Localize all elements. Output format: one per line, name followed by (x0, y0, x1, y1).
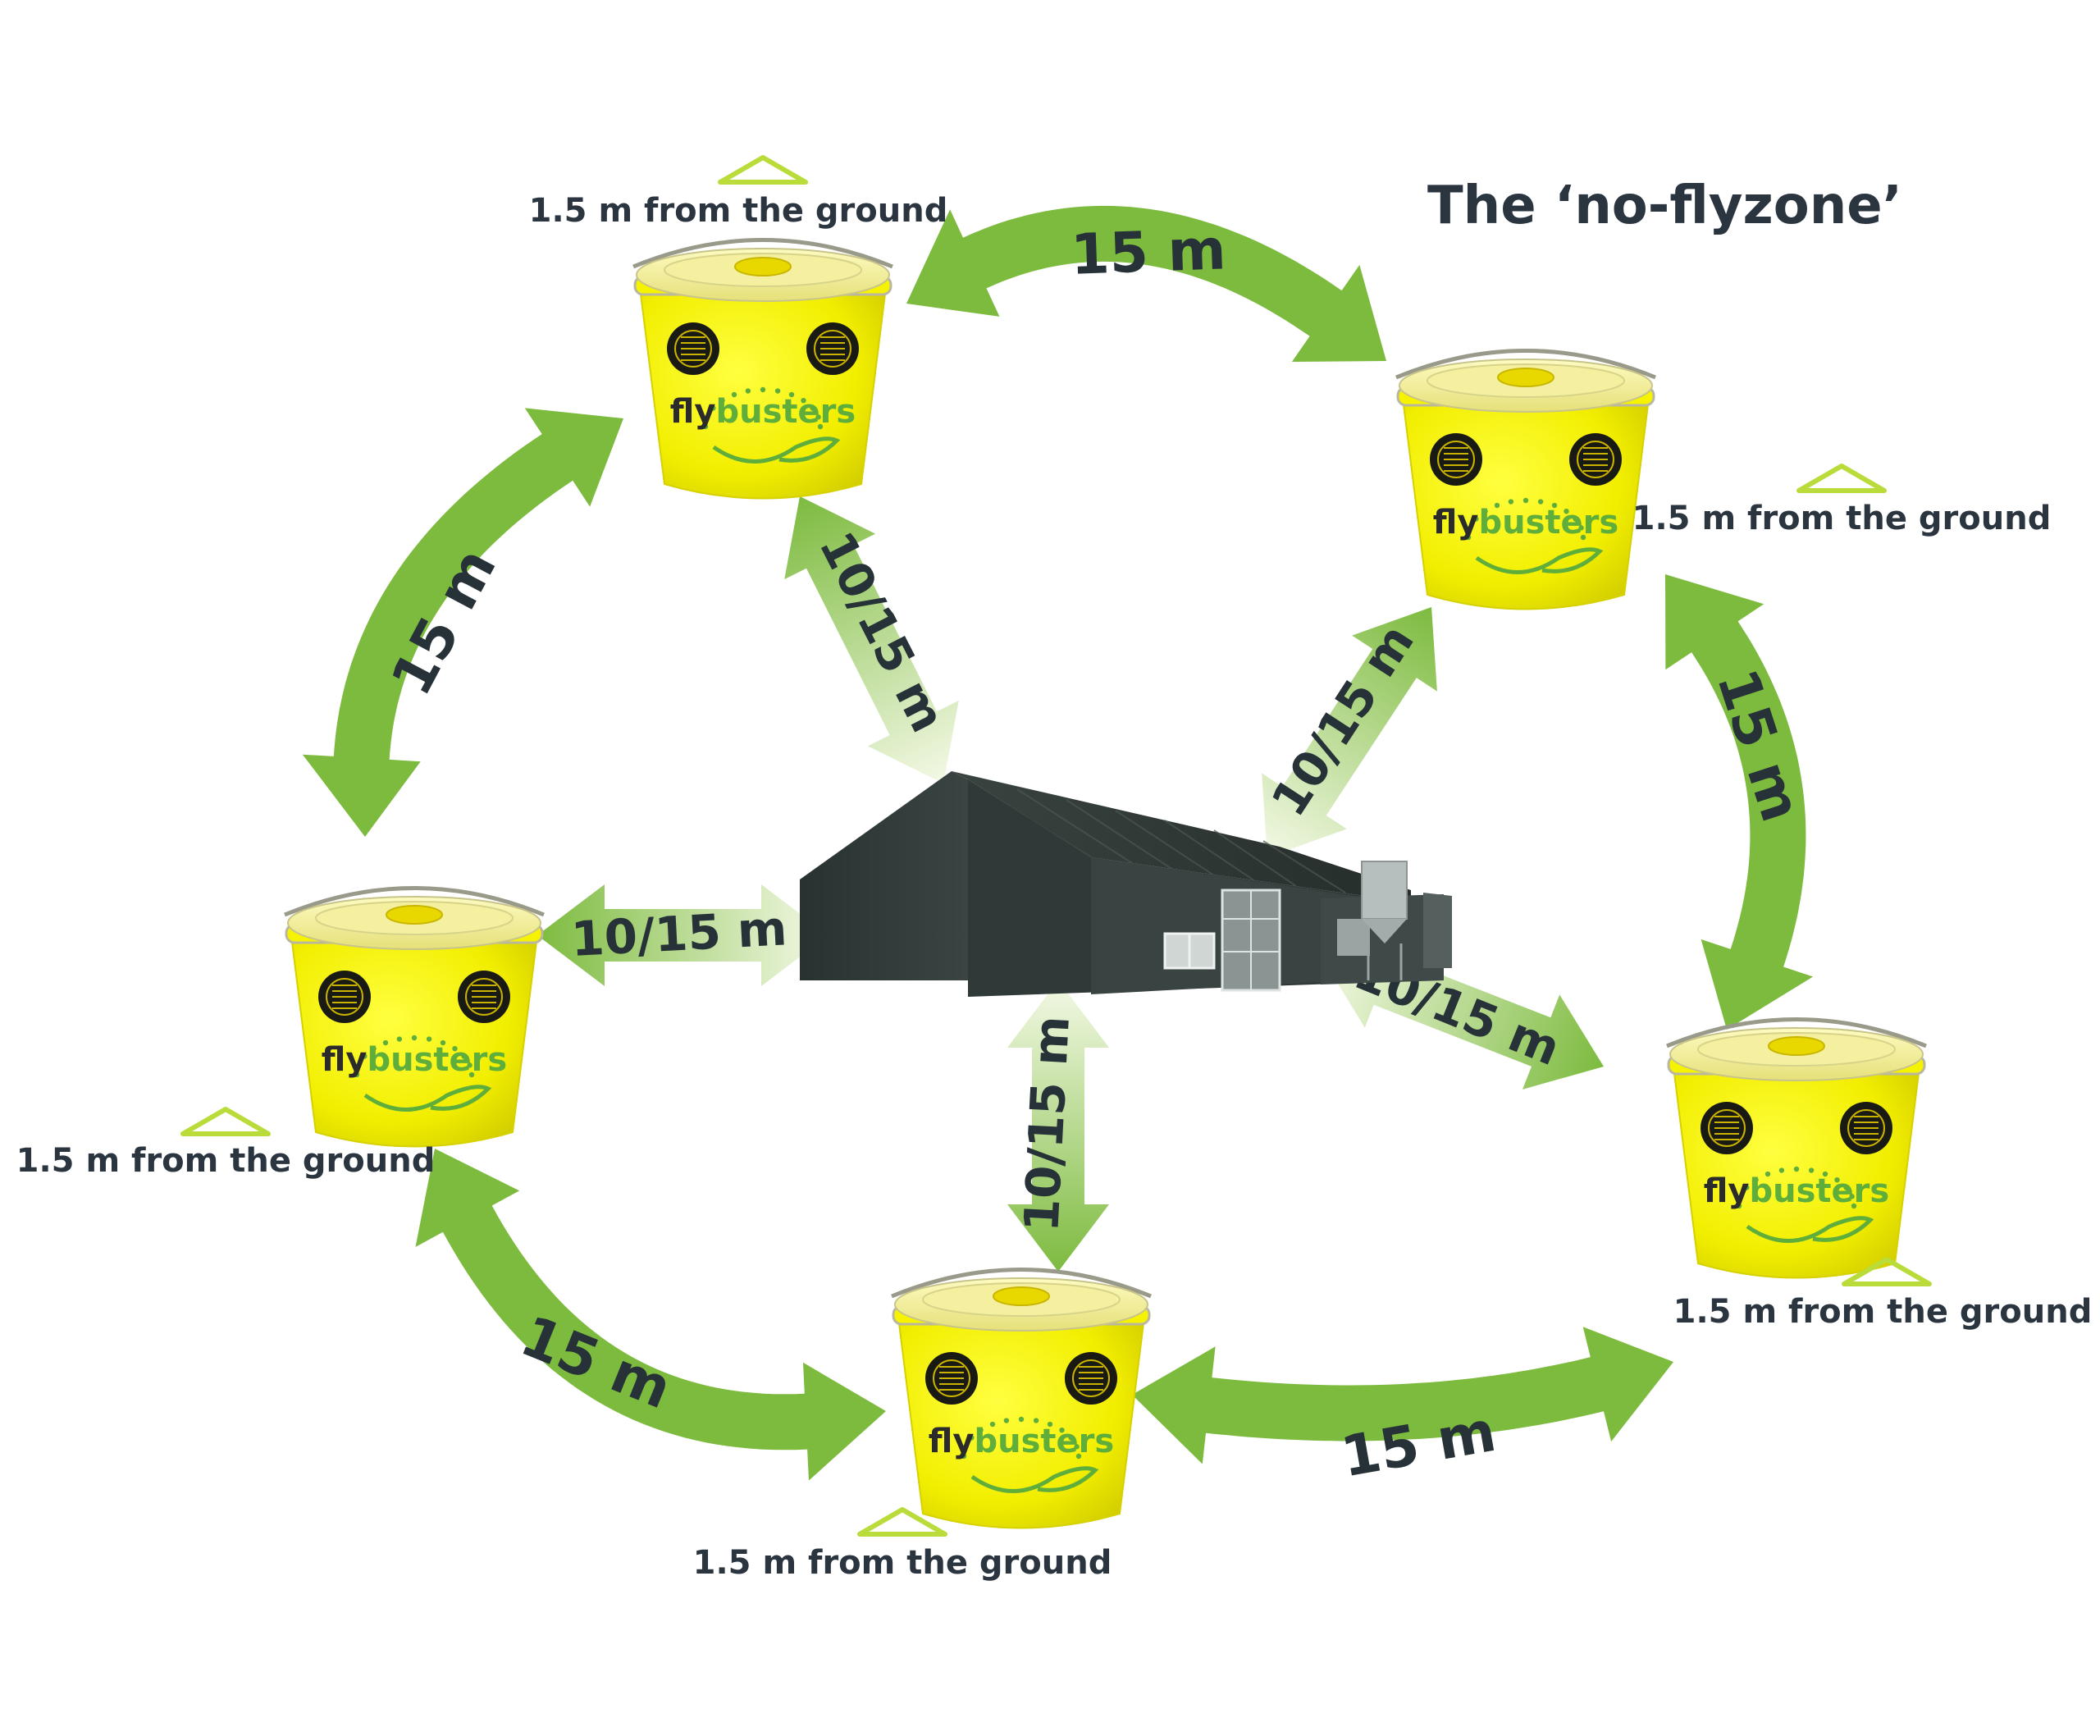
entry-hole-icon (318, 971, 371, 1023)
leaf-icon (1746, 1216, 1874, 1243)
entry-hole-icon (458, 971, 510, 1023)
leaf-icon (363, 1085, 492, 1112)
entry-hole-icon (1065, 1352, 1117, 1405)
flybusters-trap: flybusters 1.5 m from the ground (529, 155, 948, 500)
lid-hole (1497, 368, 1554, 387)
perimeter-arrow-bottom-left (415, 1149, 886, 1481)
sun-dots-icon (1736, 1166, 1857, 1209)
distance-label-top: 15 m (1070, 217, 1227, 288)
bucket-handle (284, 886, 545, 917)
bucket-handle (891, 1268, 1152, 1299)
flybusters-trap: flybusters 1.5 m from the ground (16, 886, 545, 1180)
entry-hole-icon (806, 322, 859, 375)
barn-arrow-bottom (1007, 980, 1109, 1272)
perimeter-arrow-right (1665, 574, 1814, 1030)
flybusters-logo: flybusters (1433, 504, 1618, 541)
leaf-icon (970, 1466, 1099, 1493)
flybusters-trap: flybusters 1.5 m from the ground (1666, 1017, 2093, 1331)
triangle-icon (718, 155, 808, 185)
triangle-icon (1842, 1257, 1932, 1286)
height-label: 1.5 m from the ground (1673, 1293, 2093, 1331)
height-label: 1.5 m from the ground (529, 192, 948, 230)
entry-hole-icon (1701, 1102, 1753, 1154)
triangle-icon (180, 1107, 271, 1136)
entry-hole-icon (1840, 1102, 1892, 1154)
entry-hole-icon (1430, 433, 1482, 486)
flybusters-logo: flybusters (1704, 1172, 1889, 1210)
bucket-handle (632, 238, 893, 269)
leaf-icon (1475, 547, 1604, 574)
distance-label-bottom-left: 15 m (512, 1304, 680, 1422)
lid-hole (993, 1286, 1050, 1306)
barn-distance-label-left: 10/15 m (570, 900, 788, 967)
height-label: 1.5 m from the ground (16, 1142, 436, 1180)
sun-dots-icon (702, 386, 824, 430)
leaf-icon (712, 436, 841, 464)
perimeter-arrow-top (906, 205, 1386, 362)
flybusters-trap: flybusters 1.5 m from the ground (1395, 349, 2052, 610)
sun-dots-icon (354, 1035, 475, 1078)
lid-hole (386, 905, 443, 925)
barn-icon (800, 771, 1452, 997)
bucket-handle (1395, 349, 1656, 380)
flybusters-trap: flybusters 1.5 m from the ground (693, 1268, 1152, 1582)
entry-hole-icon (925, 1352, 978, 1405)
triangle-icon (857, 1507, 947, 1537)
lid-hole (1768, 1036, 1825, 1056)
entry-hole-icon (1569, 433, 1622, 486)
lid-hole (734, 257, 792, 276)
sun-dots-icon (1465, 497, 1586, 541)
diagram-title: The ‘no-flyzone’ (1427, 176, 1902, 236)
perimeter-arrow-left (302, 408, 623, 837)
distance-label-right: 15 m (1704, 662, 1814, 829)
barn-distance-label-bottom: 10/15 m (1013, 1015, 1080, 1233)
bucket-handle (1666, 1017, 1927, 1048)
flybusters-logo: flybusters (322, 1041, 507, 1079)
flybusters-logo: flybusters (670, 393, 856, 431)
height-label: 1.5 m from the ground (1632, 500, 2052, 537)
barn-arrow-left (537, 884, 829, 986)
barn-arrow-top (784, 496, 959, 783)
barn-arrow-top-right (1262, 607, 1437, 857)
barn-distance-label-top-right: 10/15 m (1261, 614, 1425, 826)
flybusters-logo: flybusters (929, 1423, 1114, 1460)
triangle-icon (1796, 464, 1887, 493)
sun-dots-icon (961, 1416, 1082, 1460)
perimeter-arrow-bottom-right (1132, 1327, 1673, 1464)
entry-hole-icon (667, 322, 719, 375)
height-label: 1.5 m from the ground (693, 1544, 1112, 1582)
